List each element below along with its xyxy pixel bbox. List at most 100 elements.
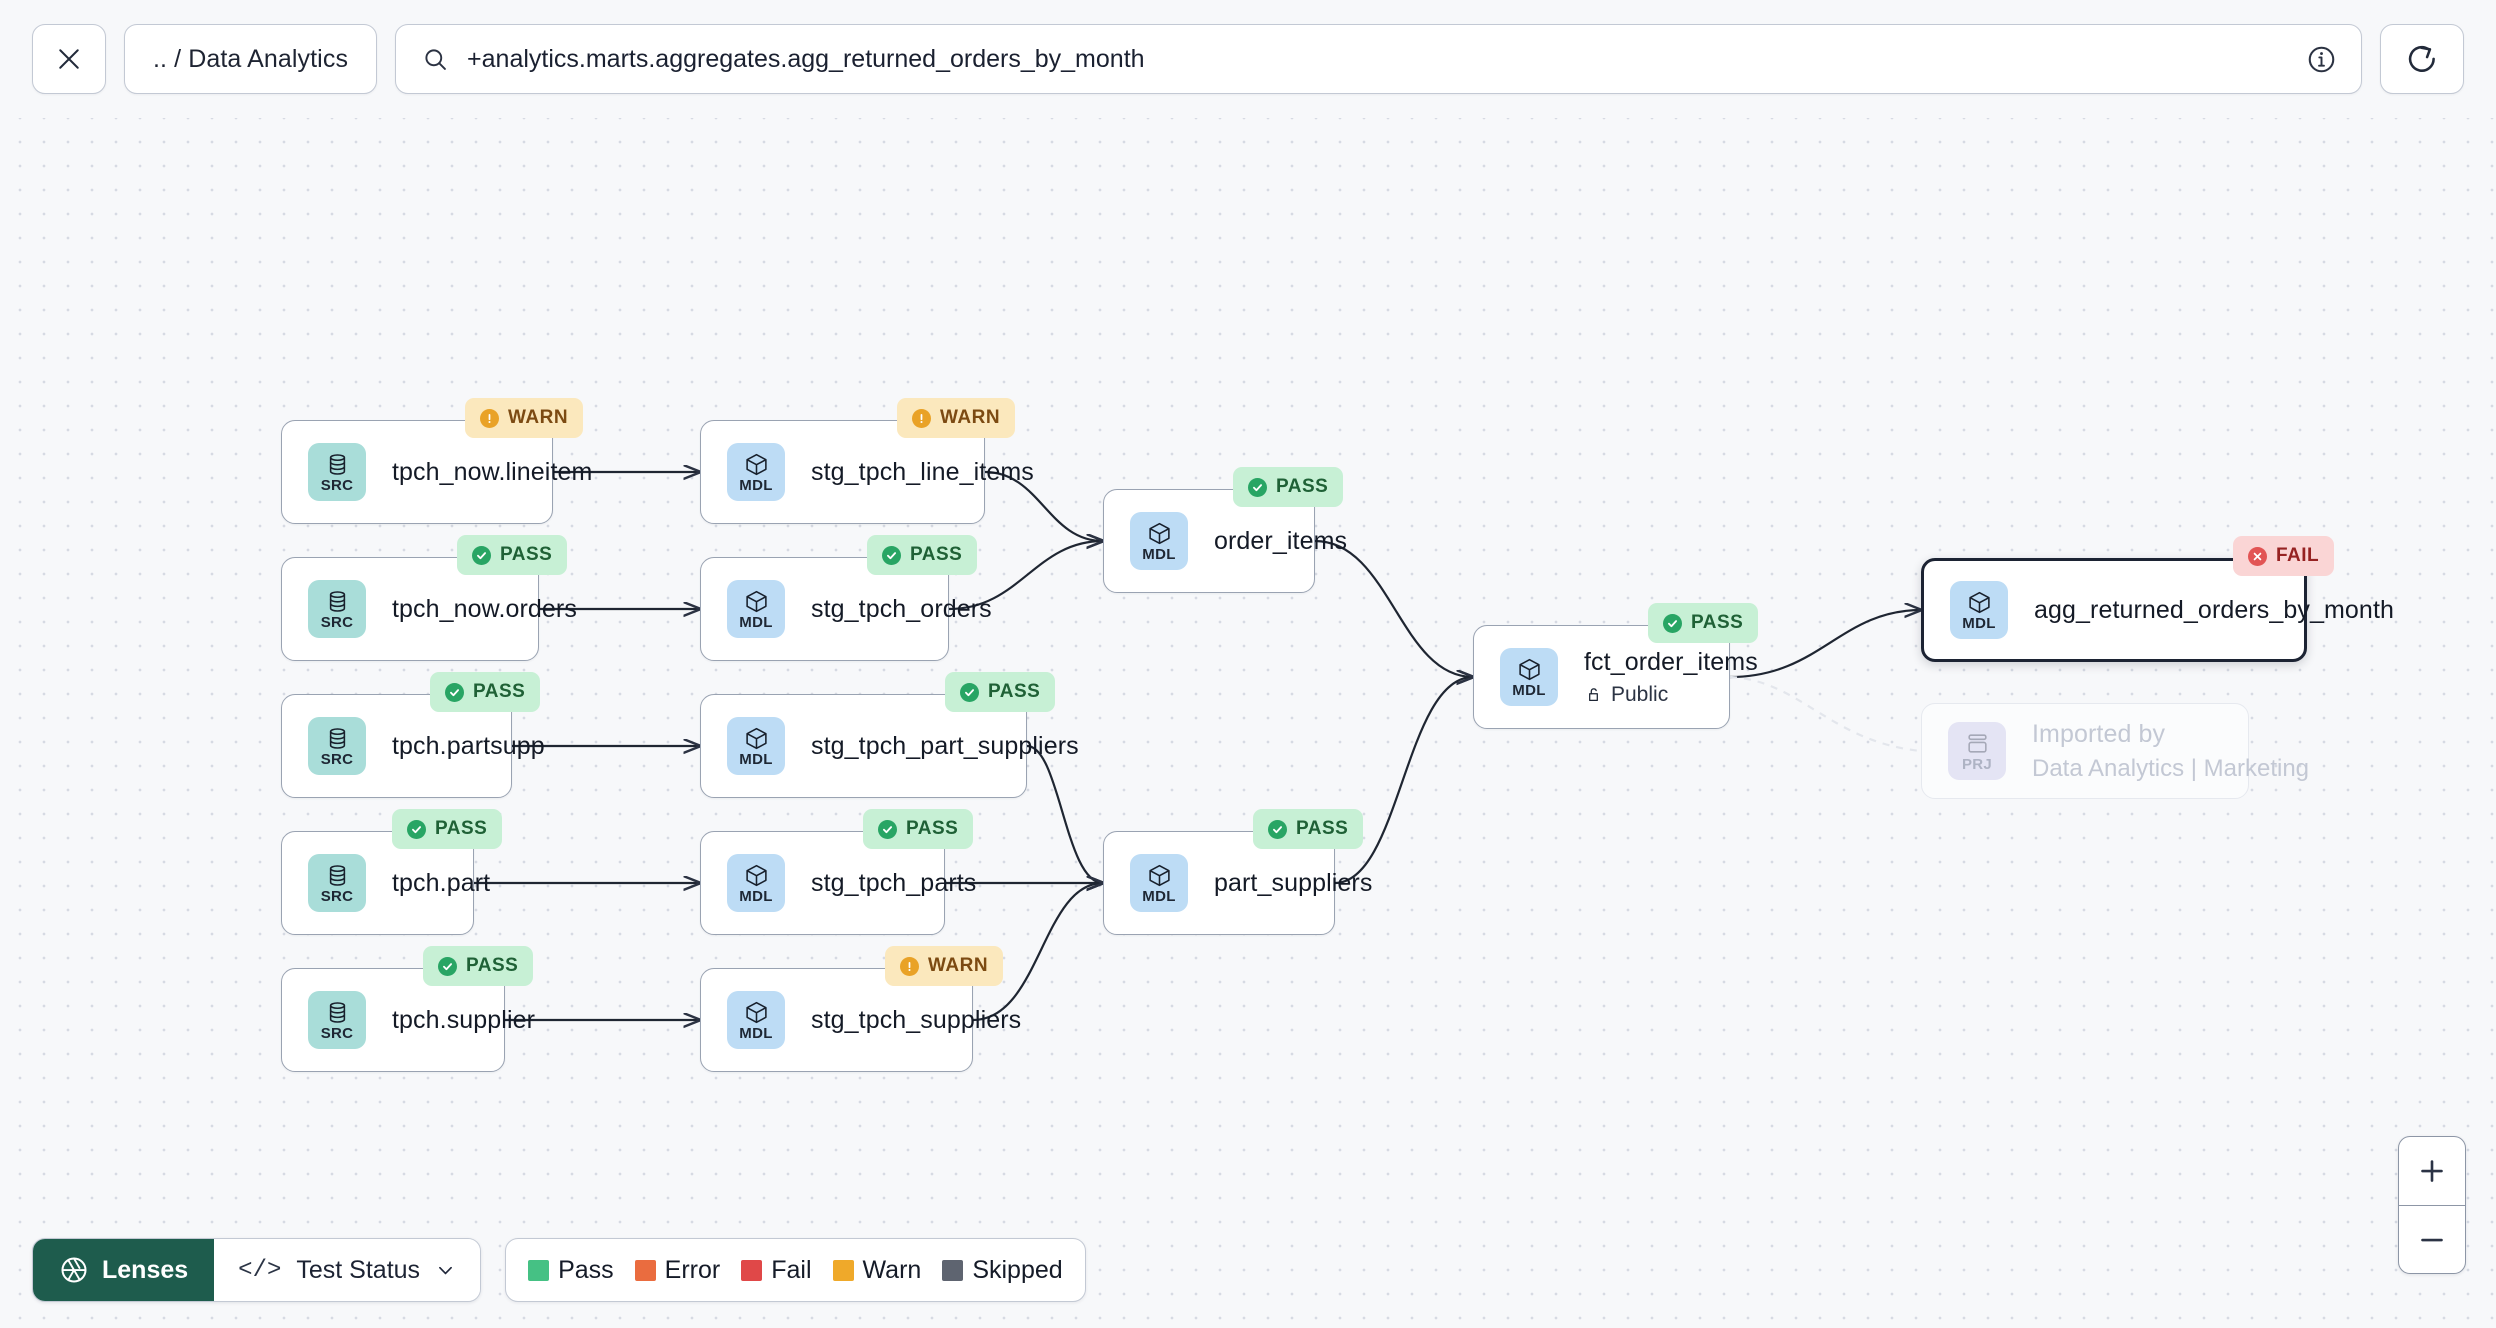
node-type-label: SRC (320, 613, 354, 631)
node-labels: tpch.partsupp (392, 732, 545, 761)
legend-label: Skipped (972, 1255, 1063, 1284)
check-icon (1253, 483, 1262, 491)
node-type-label: SRC (320, 887, 354, 905)
zoom-in-button[interactable] (2399, 1137, 2465, 1205)
test-status-label: Test Status (296, 1255, 421, 1284)
node-type-label: MDL (1142, 887, 1176, 905)
node-status-label: PASS (473, 681, 526, 702)
graph-node-order_items[interactable]: MDL order_items (1103, 489, 1347, 593)
node-status-badge-pass[interactable]: PASS (1648, 603, 1759, 643)
check-icon (1268, 819, 1287, 839)
refresh-button[interactable] (2380, 24, 2464, 94)
node-type-badge-mdl: MDL (1130, 512, 1188, 570)
database-icon (329, 864, 345, 886)
node-status-badge-pass[interactable]: PASS (945, 672, 1056, 712)
node-type-badge-mdl: MDL (727, 443, 785, 501)
search-input[interactable]: +analytics.marts.aggregates.agg_returned… (395, 24, 2362, 94)
close-button[interactable] (32, 24, 106, 94)
node-title: part_suppliers (1214, 868, 1373, 897)
zoom-controls (2398, 1136, 2466, 1274)
legend-swatch (528, 1259, 550, 1281)
check-icon (1668, 619, 1677, 627)
node-labels: Imported by Data Analytics | Marketing (2032, 720, 2309, 783)
node-title: stg_tpch_line_items (811, 457, 1034, 486)
legend-item-error[interactable]: Error (634, 1256, 720, 1285)
node-status-badge-warn[interactable]: WARN (885, 946, 1004, 986)
node-type-badge-mdl: MDL (727, 717, 785, 775)
node-status-badge-pass[interactable]: PASS (1233, 467, 1344, 507)
node-status-badge-pass[interactable]: PASS (867, 535, 978, 575)
node-status-badge-fail[interactable]: FAIL (2233, 536, 2335, 576)
node-type-badge-mdl: MDL (1130, 854, 1188, 912)
search-icon (425, 48, 446, 70)
check-icon (472, 545, 491, 565)
node-status-label: PASS (988, 681, 1041, 702)
node-status-badge-pass[interactable]: PASS (430, 672, 541, 712)
node-type-badge-src: SRC (308, 717, 366, 775)
check-icon (443, 962, 452, 970)
node-title: tpch.partsupp (392, 731, 545, 760)
node-status-badge-pass[interactable]: PASS (392, 809, 503, 849)
node-labels: stg_tpch_part_suppliers (811, 732, 1079, 761)
check-icon (1663, 613, 1682, 633)
node-type-label: MDL (739, 613, 773, 631)
info-icon[interactable] (2306, 44, 2337, 75)
node-type-label: MDL (739, 1024, 773, 1042)
cube-icon (1968, 591, 1990, 613)
node-status-badge-pass[interactable]: PASS (1253, 809, 1364, 849)
legend-item-pass[interactable]: Pass (528, 1256, 614, 1285)
graph-node-imported_by_prj[interactable]: PRJ Imported by Data Analytics | Marketing (1921, 703, 2309, 799)
legend-item-warn[interactable]: Warn (832, 1255, 922, 1285)
breadcrumb-button[interactable]: .. / Data Analytics (124, 24, 378, 94)
search-query-text: +analytics.marts.aggregates.agg_returned… (467, 44, 1145, 73)
warning-icon (900, 956, 919, 976)
node-status-label: PASS (1691, 612, 1744, 633)
check-icon (882, 545, 901, 565)
node-labels: tpch.part (392, 869, 490, 898)
legend-label: Warn (862, 1255, 922, 1284)
database-icon (329, 1001, 345, 1023)
warning-icon (908, 961, 911, 971)
node-type-badge-prj: PRJ (1948, 722, 2006, 780)
cube-icon (745, 727, 767, 749)
node-labels: fct_order_items Public (1584, 648, 1758, 707)
node-status-badge-pass[interactable]: PASS (423, 946, 534, 986)
node-title: fct_order_items (1584, 647, 1758, 676)
warning-icon (912, 408, 931, 428)
node-subtitle: Data Analytics | Marketing (2032, 755, 2309, 783)
breadcrumb-label: .. / Data Analytics (153, 44, 349, 73)
node-labels: tpch_now.orders (392, 595, 577, 624)
node-status-badge-warn[interactable]: WARN (897, 398, 1016, 438)
node-status-label: PASS (435, 818, 488, 839)
legend-item-skipped[interactable]: Skipped (942, 1255, 1063, 1285)
node-status-badge-pass[interactable]: PASS (457, 535, 568, 575)
node-title: Imported by (2032, 719, 2166, 748)
graph-node-stg_tpch_line_items[interactable]: MDL stg_tpch_line_items (700, 420, 1034, 524)
zoom-out-button[interactable] (2399, 1205, 2465, 1273)
warning-icon (920, 413, 923, 423)
test-status-dropdown[interactable]: </> Test Status (214, 1239, 481, 1301)
legend-item-fail[interactable]: Fail (741, 1256, 812, 1285)
project-icon (1967, 733, 1987, 753)
node-subtitle: Public (1584, 683, 1758, 707)
check-icon (1273, 825, 1282, 833)
chevron-down-icon (435, 1260, 456, 1281)
node-type-badge-src: SRC (308, 443, 366, 501)
node-labels: agg_returned_orders_by_month (2034, 596, 2394, 625)
database-icon (329, 590, 345, 612)
node-labels: tpch.supplier (392, 1006, 535, 1035)
cube-icon (1518, 658, 1540, 680)
cube-icon (1148, 522, 1170, 544)
node-status-badge-pass[interactable]: PASS (863, 809, 974, 849)
cube-icon (745, 453, 767, 475)
check-icon (887, 551, 896, 559)
lenses-button[interactable]: Lenses (33, 1239, 215, 1301)
node-type-badge-mdl: MDL (1950, 581, 2008, 639)
check-icon (412, 825, 421, 833)
node-status-badge-warn[interactable]: WARN (465, 398, 584, 438)
node-title: order_items (1214, 526, 1348, 555)
legend-swatch (942, 1259, 964, 1281)
node-type-badge-mdl: MDL (727, 854, 785, 912)
